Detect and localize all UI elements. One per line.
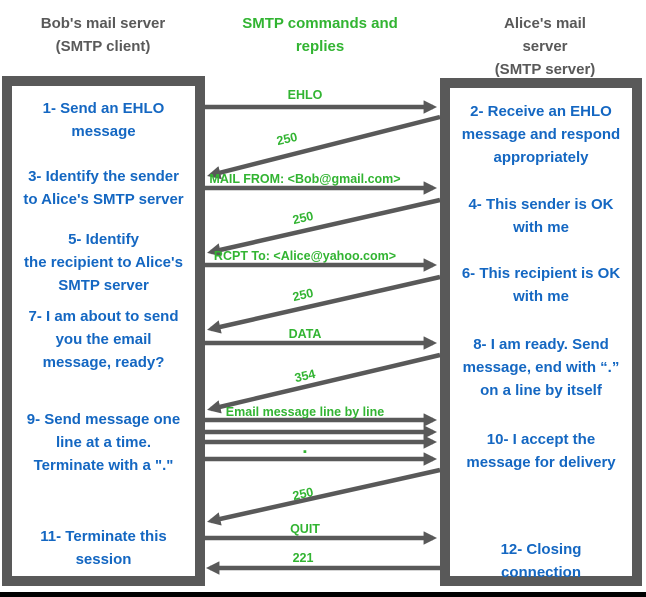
- arrow-354: [207, 352, 441, 414]
- server-step-12: 12- Closing connection: [500, 541, 582, 581]
- middle-column-header: SMTP commands and replies: [242, 15, 398, 55]
- server-step-8: 8- I am ready. Send message, end with “.…: [462, 336, 620, 399]
- server-box: 2- Receive an EHLO message and respond a…: [440, 78, 642, 586]
- label-rcpt-to: RCPT To: <Alice@yahoo.com>: [213, 249, 397, 263]
- server-step-10: 10- I accept the message for delivery: [466, 431, 616, 471]
- client-box: 1- Send an EHLO message 3- Identify the …: [2, 76, 205, 586]
- arrow-250-rcpt: [207, 274, 441, 334]
- arrow-250-mail: [207, 197, 441, 257]
- client-step-7: 7- I am about to send you the email mess…: [28, 308, 179, 371]
- label-data: DATA: [288, 327, 322, 341]
- label-250-ehlo: 250: [275, 129, 299, 149]
- terminator-dot-icon: ▪: [303, 446, 307, 458]
- label-221: 221: [292, 551, 314, 565]
- server-step-6: 6- This recipient is OK with me: [461, 265, 621, 305]
- bottom-border-bar: [0, 592, 646, 597]
- client-step-1: 1- Send an EHLO message: [42, 100, 165, 140]
- label-250-mail: 250: [291, 208, 315, 228]
- label-250-rcpt: 250: [291, 285, 315, 305]
- label-mail-from: MAIL FROM: <Bob@gmail.com>: [209, 172, 401, 186]
- client-step-11: 11- Terminate this session: [40, 528, 167, 568]
- server-column-header: Alice's mail server (SMTP server): [494, 15, 596, 78]
- label-quit: QUIT: [290, 522, 320, 536]
- label-email-message: Email message line by line: [225, 405, 385, 419]
- client-step-9: 9- Send message one line at a time. Term…: [26, 411, 181, 474]
- arrow-250-final: [207, 467, 441, 526]
- client-column-header: Bob's mail server (SMTP client): [40, 15, 166, 55]
- label-250-final: 250: [291, 484, 315, 504]
- label-354: 354: [293, 366, 317, 386]
- label-ehlo: EHLO: [287, 88, 323, 102]
- server-step-4: 4- This sender is OK with me: [468, 196, 614, 236]
- client-step-5: 5- Identify the recipient to Alice's SMT…: [24, 231, 183, 294]
- client-step-3: 3- Identify the sender to Alice's SMTP s…: [23, 168, 184, 208]
- arrow-250-ehlo: [207, 114, 441, 180]
- server-step-2: 2- Receive an EHLO message and respond a…: [461, 103, 621, 166]
